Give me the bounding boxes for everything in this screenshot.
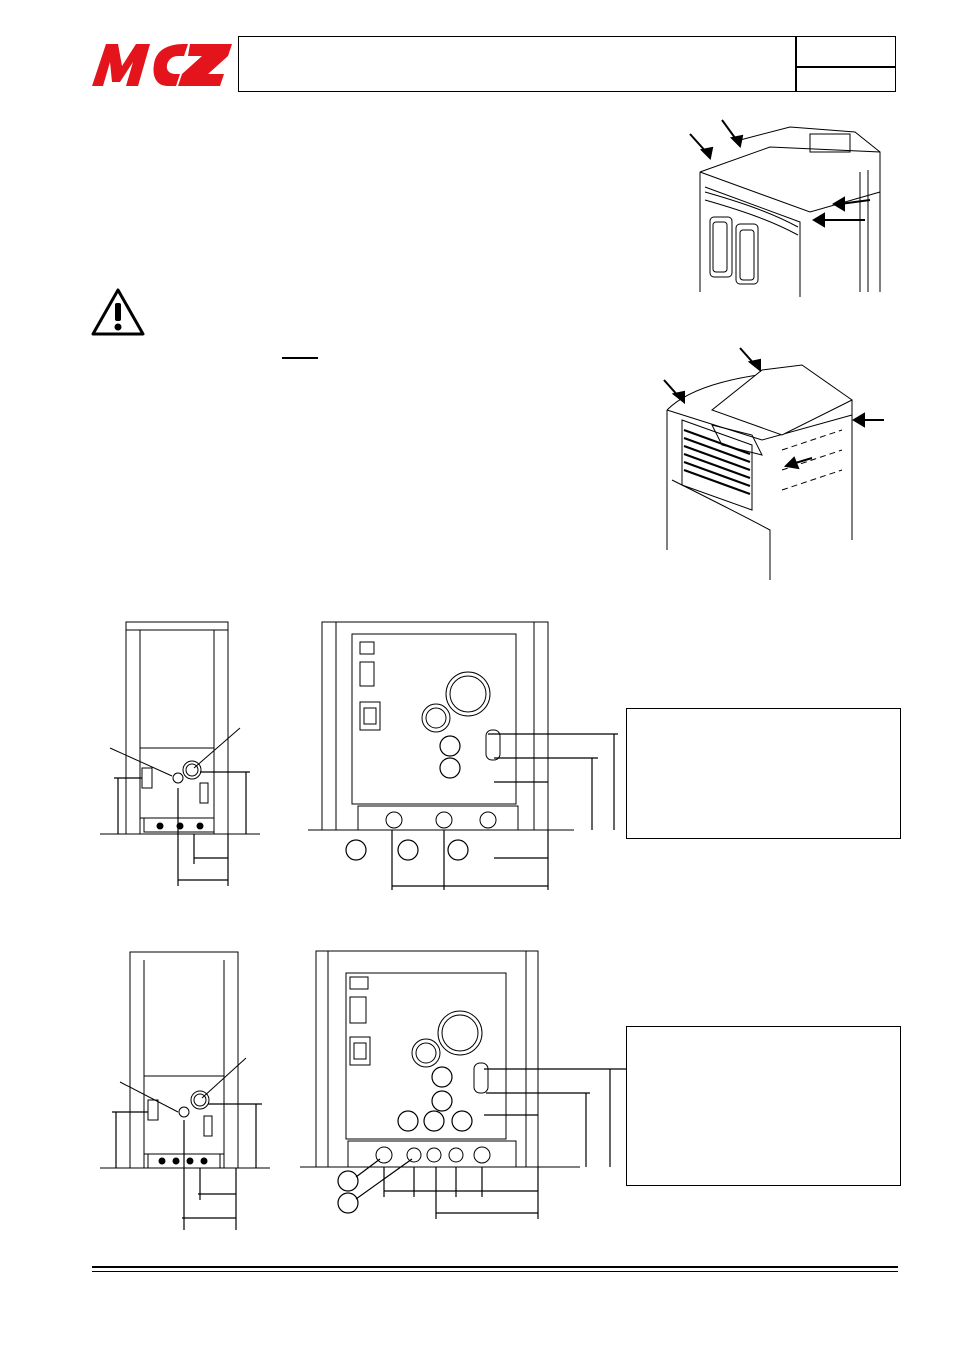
stove-top-illustration	[689, 119, 881, 297]
underline-mark	[282, 357, 318, 359]
legend-box	[626, 708, 901, 839]
stove-top-illustration	[663, 347, 884, 580]
warning-triangle-icon	[91, 288, 145, 336]
header-divider	[795, 37, 797, 91]
mcz-logo	[92, 44, 232, 86]
rear-view-drawing	[308, 621, 618, 890]
rear-view-drawing	[100, 951, 270, 1230]
rear-view-drawing	[100, 621, 260, 886]
footer-rule	[92, 1271, 898, 1272]
rear-view-drawing	[300, 950, 626, 1219]
header-divider	[796, 66, 896, 68]
legend-box	[626, 1026, 901, 1186]
footer-rule	[92, 1266, 898, 1268]
header-box	[238, 36, 896, 92]
